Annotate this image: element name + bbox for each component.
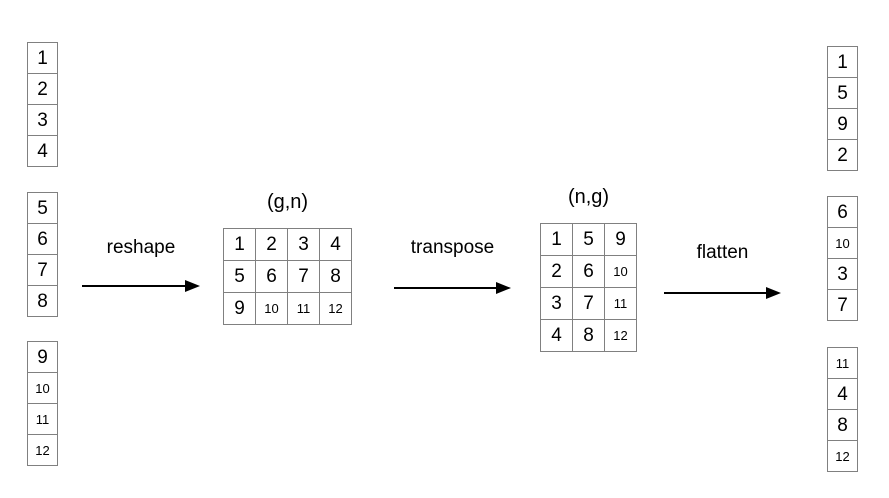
cell: 9 [224,293,256,325]
cell: 8 [28,286,58,317]
cell: 3 [28,105,58,136]
cell: 8 [828,410,858,441]
cell: 1 [541,224,573,256]
cell: 9 [605,224,637,256]
cell: 3 [541,288,573,320]
reshape-label: reshape [106,237,176,258]
cell: 5 [573,224,605,256]
cell: 2 [828,140,858,171]
cell: 2 [28,74,58,105]
cell: 7 [288,261,320,293]
cell: 1 [28,43,58,74]
cell: 10 [605,256,637,288]
right-arrow-icon [664,287,781,299]
cell: 10 [256,293,288,325]
cell: 5 [828,78,858,109]
cell: 7 [28,255,58,286]
transpose-arrow-group: transpose [394,238,511,296]
cell: 8 [320,261,352,293]
reshape-arrow-group: reshape [82,238,200,294]
cell: 4 [828,379,858,410]
cell: 12 [28,435,58,466]
cell: 2 [541,256,573,288]
cell: 12 [320,293,352,325]
cell: 11 [288,293,320,325]
transpose-label: transpose [410,237,495,258]
cell: 5 [224,261,256,293]
cell: 6 [828,197,858,228]
cell: 12 [828,441,858,472]
cell: 3 [288,229,320,261]
flatten-arrow-group: flatten [664,243,781,301]
cell: 4 [541,320,573,352]
cell: 12 [605,320,637,352]
cell: 11 [828,348,858,379]
cell: 7 [573,288,605,320]
cell: 1 [828,47,858,78]
cell: 3 [828,259,858,290]
cell: 6 [573,256,605,288]
cell: 1 [224,229,256,261]
cell: 5 [28,193,58,224]
cell: 4 [320,229,352,261]
right-arrow-icon [82,280,200,292]
cell: 10 [828,228,858,259]
cell: 2 [256,229,288,261]
flatten-label: flatten [696,242,749,263]
right-arrow-icon [394,282,511,294]
cell: 11 [28,404,58,435]
cell: 6 [28,224,58,255]
cell: 7 [828,290,858,321]
cell: 9 [828,109,858,140]
cell: 4 [28,136,58,167]
cell: 9 [28,342,58,373]
cell: 11 [605,288,637,320]
matrix-gn-label: (g,n) [266,191,309,213]
cell: 8 [573,320,605,352]
cell: 10 [28,373,58,404]
matrix-ng-label: (n,g) [567,186,610,208]
cell: 6 [256,261,288,293]
